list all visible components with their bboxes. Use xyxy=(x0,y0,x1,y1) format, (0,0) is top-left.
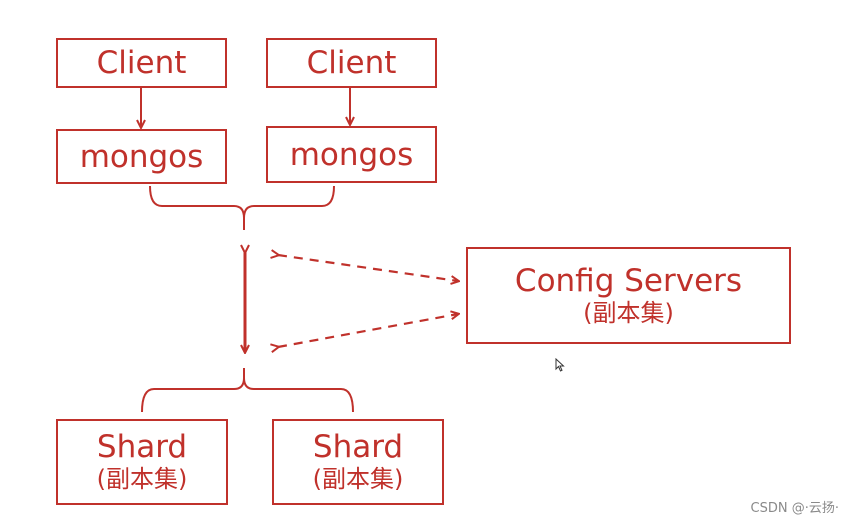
dashed-arrow-upper xyxy=(278,255,458,281)
client-label: Client xyxy=(306,45,397,81)
shard-label: Shard xyxy=(96,429,188,465)
shard-sublabel: (副本集) xyxy=(312,465,404,493)
config-servers-label: Config Servers xyxy=(514,262,743,299)
shard-box-right: Shard (副本集) xyxy=(272,419,444,505)
mongos-box-right: mongos xyxy=(266,126,437,183)
mouse-cursor-icon xyxy=(555,357,565,377)
mongos-box-left: mongos xyxy=(56,129,227,184)
shard-box-left: Shard (副本集) xyxy=(56,419,228,505)
config-servers-box: Config Servers (副本集) xyxy=(466,247,791,344)
shard-label: Shard xyxy=(312,429,404,465)
shard-brace xyxy=(141,368,354,413)
mongos-label: mongos xyxy=(289,136,414,173)
shard-sublabel: (副本集) xyxy=(96,465,188,493)
client-label: Client xyxy=(96,45,187,81)
mongos-brace xyxy=(149,185,335,230)
client-box-left: Client xyxy=(56,38,227,88)
watermark: CSDN @·云扬· xyxy=(750,501,839,516)
mongos-label: mongos xyxy=(79,138,204,175)
dashed-arrow-lower xyxy=(278,314,458,347)
client-box-right: Client xyxy=(266,38,437,88)
config-servers-sublabel: (副本集) xyxy=(583,298,674,327)
